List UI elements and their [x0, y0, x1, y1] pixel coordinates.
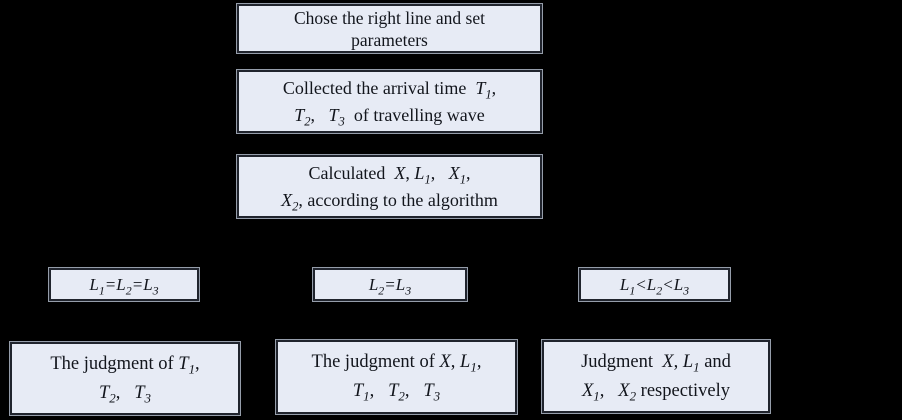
step-calculate-algorithm-text-line1: Calculated X, L1, X1, — [308, 162, 471, 187]
result-judgment-x-x1-x2: Judgment X, L1 and X1, X2 respectively — [542, 340, 770, 413]
condition-l1-lt-l2-lt-l3: L1<L2<L3 — [579, 268, 730, 301]
step-collect-arrival-time-text-line2: T2, T3 of travelling wave — [294, 104, 485, 129]
step-collect-arrival-time: Collected the arrival time T1, T2, T3 of… — [237, 70, 542, 133]
step-calculate-algorithm-text-line2: X2, according to the algorithm — [281, 189, 498, 214]
step-choose-line-text-line1: Chose the right line and set — [293, 7, 485, 28]
result-judgment-t-text-line1: The judgment of T1, — [50, 353, 200, 377]
condition-l1-lt-l2-lt-l3-text: L1<L2<L3 — [619, 274, 690, 297]
result-judgment-x-l1-t-text-line2: T1, T2, T3 — [352, 381, 441, 404]
step-choose-line: Chose the right line and set parameters — [237, 4, 542, 53]
step-calculate-algorithm: Calculated X, L1, X1, X2, according to t… — [237, 155, 542, 218]
result-judgment-x-l1-t: The judgment of X, L1, T1, T2, T3 — [276, 340, 517, 414]
step-choose-line-text-line2: parameters — [351, 29, 428, 50]
condition-l2-eq-l3: L2=L3 — [313, 268, 467, 301]
condition-l2-eq-l3-text: L2=L3 — [368, 274, 412, 297]
result-judgment-x-x1-x2-text-line2: X1, X2 respectively — [581, 380, 731, 404]
condition-l1-eq-l2-eq-l3: L1=L2=L3 — [49, 268, 199, 301]
step-collect-arrival-time-text-line1: Collected the arrival time T1, — [282, 77, 497, 102]
result-judgment-x-x1-x2-text-line1: Judgment X, L1 and — [581, 351, 731, 375]
result-judgment-t: The judgment of T1, T2, T3 — [10, 342, 240, 415]
condition-l1-eq-l2-eq-l3-text: L1=L2=L3 — [89, 274, 159, 297]
result-judgment-x-l1-t-text-line1: The judgment of X, L1, — [311, 352, 482, 375]
result-judgment-t-text-line2: T2, T3 — [98, 382, 152, 406]
